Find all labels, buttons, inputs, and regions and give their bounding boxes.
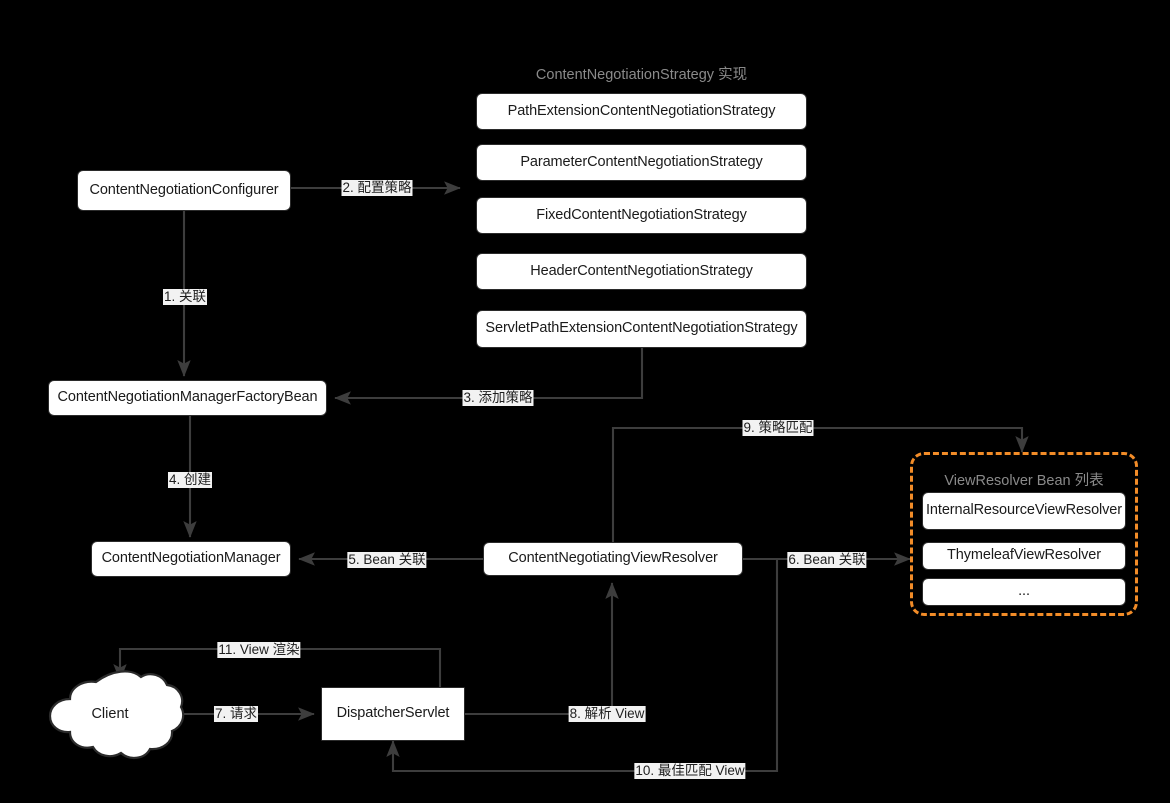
- edge-label-1: 1. 关联: [162, 289, 208, 305]
- edge-label-8: 8. 解析 View: [568, 706, 646, 722]
- edge-label-5: 5. Bean 关联: [347, 552, 427, 568]
- strategy-box-path-extension[interactable]: PathExtensionContentNegotiationStrategy: [476, 93, 807, 130]
- view-resolver-bean-group-title: ViewResolver Bean 列表: [944, 473, 1104, 489]
- edge-label-4: 4. 创建: [167, 472, 213, 488]
- bean-box-internal-resource-view-resolver[interactable]: InternalResourceViewResolver: [922, 492, 1126, 530]
- edge-label-9: 9. 策略匹配: [742, 420, 814, 436]
- node-content-negotiation-manager[interactable]: ContentNegotiationManager: [91, 541, 291, 577]
- node-client-label: Client: [91, 706, 129, 722]
- edge-label-6: 6. Bean 关联: [787, 552, 867, 568]
- edge-label-10: 10. 最佳匹配 View: [634, 763, 746, 779]
- edge-label-2: 2. 配置策略: [341, 180, 413, 196]
- node-content-negotiation-configurer[interactable]: ContentNegotiationConfigurer: [77, 170, 291, 211]
- bean-box-ellipsis[interactable]: ...: [922, 578, 1126, 606]
- view-resolver-bean-group: ViewResolver Bean 列表: [910, 452, 1138, 616]
- bean-box-thymeleaf-view-resolver[interactable]: ThymeleafViewResolver: [922, 542, 1126, 570]
- node-content-negotiating-view-resolver[interactable]: ContentNegotiatingViewResolver: [483, 542, 743, 576]
- edge-label-3: 3. 添加策略: [462, 390, 534, 406]
- edge-8-line: [465, 582, 619, 716]
- strategy-box-fixed[interactable]: FixedContentNegotiationStrategy: [476, 197, 807, 234]
- edge-label-7: 7. 请求: [213, 706, 259, 722]
- strategy-box-parameter[interactable]: ParameterContentNegotiationStrategy: [476, 144, 807, 181]
- edge-label-11: 11. View 渲染: [217, 642, 301, 658]
- strategy-box-header[interactable]: HeaderContentNegotiationStrategy: [476, 253, 807, 290]
- strategy-box-servlet-path-extension[interactable]: ServletPathExtensionContentNegotiationSt…: [476, 310, 807, 348]
- node-dispatcher-servlet[interactable]: DispatcherServlet: [321, 687, 465, 741]
- strategy-group-title: ContentNegotiationStrategy 实现: [535, 67, 748, 83]
- node-content-negotiation-manager-factory-bean[interactable]: ContentNegotiationManagerFactoryBean: [48, 380, 327, 416]
